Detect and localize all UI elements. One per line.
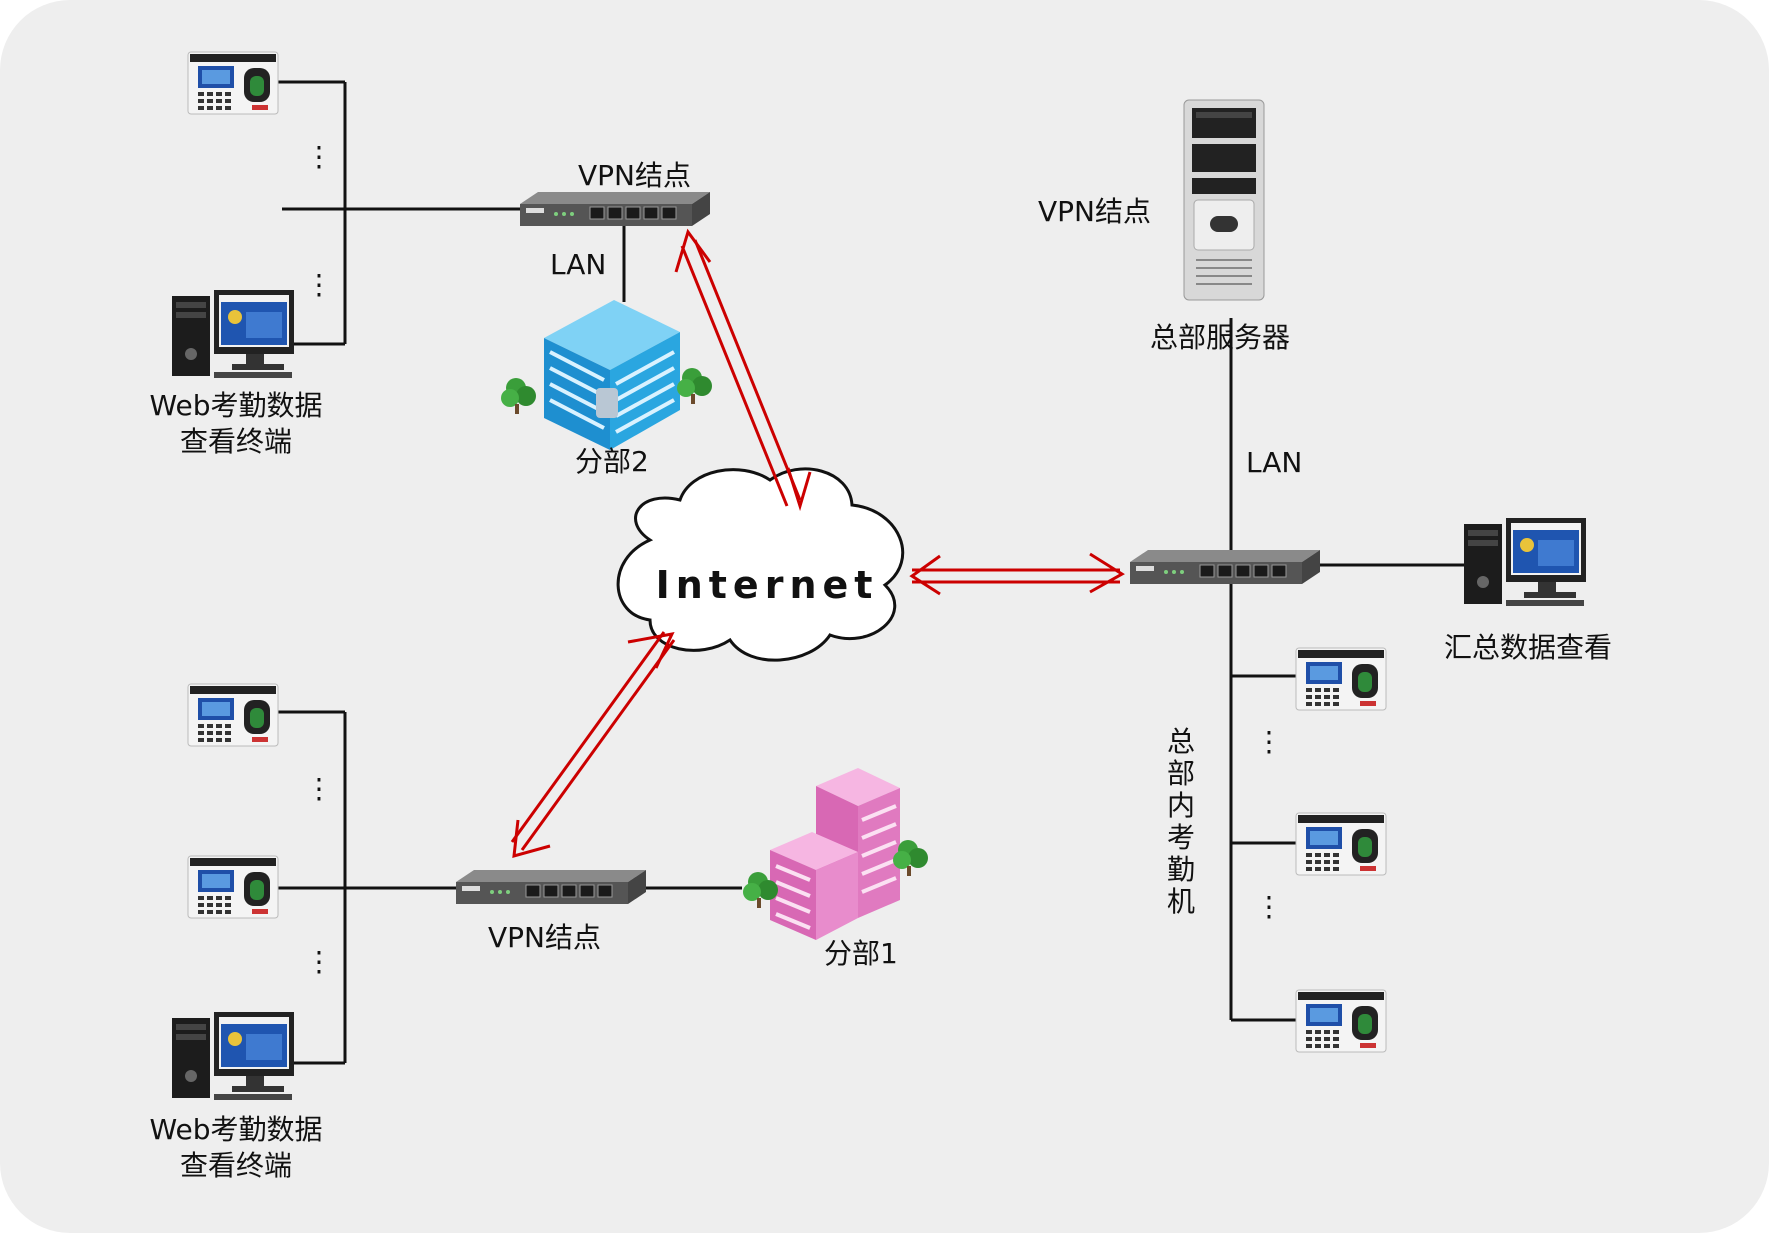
branch1-building-label: 分部1 (824, 937, 898, 970)
branch1-attendance-device-mid-icon (187, 855, 279, 919)
branch1-terminal-label: Web考勤数据 查看终端 (126, 1112, 346, 1184)
hq-lan-label: LAN (1246, 446, 1303, 479)
hq-vpn-router-icon (1129, 549, 1321, 585)
hq-wiring (1229, 318, 1470, 1022)
branch1-ellipsis-top: ⋮ (305, 772, 333, 805)
branch2-ellipsis-top: ⋮ (305, 140, 333, 173)
hq-attendance-device-2-icon (1295, 812, 1387, 876)
branch2-vpn-router-icon (519, 191, 711, 227)
branch1-wiring (278, 710, 742, 1065)
branch2-terminal-label-line1: Web考勤数据 (149, 389, 323, 422)
branch1-ellipsis-bottom: ⋮ (305, 945, 333, 978)
branch1-web-terminal-icon (172, 1012, 294, 1100)
branch1-vpn-router-icon (455, 869, 647, 905)
branch2-terminal-label-line2: 查看终端 (179, 425, 292, 458)
branch2-wiring (278, 80, 626, 346)
branch2-vpn-label: VPN结点 (578, 159, 691, 192)
branch1-building-icon (743, 768, 928, 940)
branch2-lan-label: LAN (550, 248, 607, 281)
hq-attendance-device-3-icon (1295, 989, 1387, 1053)
branch1-attendance-device-top-icon (187, 683, 279, 747)
hq-ellipsis-top: ⋮ (1255, 725, 1283, 758)
branch2-building-icon (501, 300, 712, 450)
branch2-attendance-device-icon (187, 51, 279, 115)
hq-server-icon (1183, 99, 1265, 301)
hq-ellipsis-bottom: ⋮ (1255, 890, 1283, 923)
vpn-tunnel-arrows (510, 228, 1125, 859)
hq-attendance-device-1-icon (1295, 647, 1387, 711)
hq-vpn-label: VPN结点 (1038, 195, 1151, 228)
branch1-vpn-label: VPN结点 (488, 921, 601, 954)
branch1-terminal-label-line2: 查看终端 (179, 1149, 292, 1182)
branch2-ellipsis-bottom: ⋮ (305, 268, 333, 301)
hq-summary-label: 汇总数据查看 (1444, 631, 1613, 664)
branch2-web-terminal-icon (172, 290, 294, 378)
internet-label: Internet (655, 563, 879, 607)
hq-attendance-label: 总部内考勤机 (1166, 725, 1195, 918)
branch1-terminal-label-line1: Web考勤数据 (149, 1113, 323, 1146)
hq-summary-pc-icon (1464, 518, 1586, 606)
branch2-building-label: 分部2 (575, 445, 649, 478)
hq-server-label: 总部服务器 (1150, 321, 1291, 354)
branch2-terminal-label: Web考勤数据 查看终端 (126, 388, 346, 460)
